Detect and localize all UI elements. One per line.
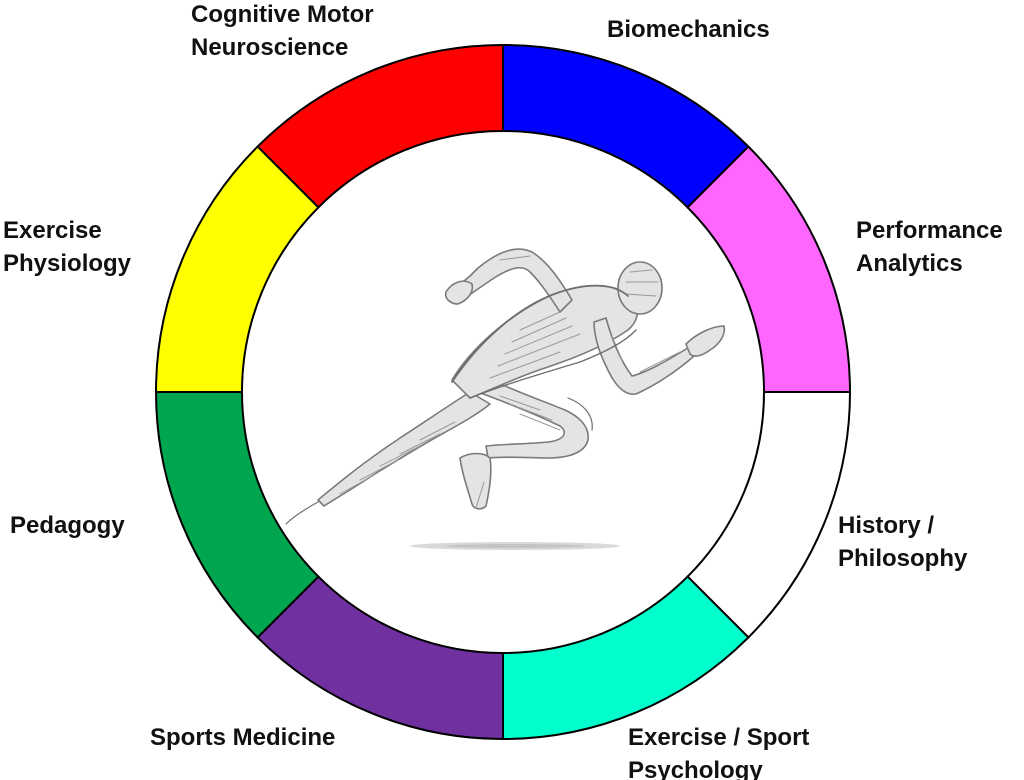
shoe [459, 452, 492, 510]
label-biomechanics: Biomechanics [607, 16, 770, 43]
front-hand [685, 325, 726, 357]
sketch-hatching [339, 255, 681, 509]
rear-hand [444, 280, 474, 305]
label-line: Sports Medicine [150, 724, 335, 751]
label-line: Analytics [856, 250, 963, 277]
label-line: Biomechanics [607, 16, 770, 43]
segment-performance-analytics [686, 145, 852, 393]
label-line: Exercise / Sport [628, 724, 809, 751]
front-arm [593, 317, 695, 395]
label-line: Cognitive Motor [191, 1, 374, 28]
back-leg [317, 391, 491, 507]
sketch-outline [285, 284, 637, 525]
sprinter-sketch-image [285, 248, 726, 550]
ring [154, 43, 852, 741]
label-line: Philosophy [838, 545, 968, 572]
label-line: Performance [856, 217, 1003, 244]
segment-exercise-sport-psychology [502, 575, 750, 741]
label-line: History / [838, 512, 934, 539]
head [617, 261, 663, 315]
label-sports-medicine: Sports Medicine [150, 724, 335, 751]
label-line: Exercise [3, 217, 102, 244]
segment-exercise-physiology [154, 145, 320, 393]
label-line: Psychology [628, 757, 763, 780]
label-line: Physiology [3, 250, 132, 277]
label-line: Pedagogy [10, 512, 125, 539]
label-history-philosophy: History / Philosophy [838, 512, 968, 572]
label-pedagogy: Pedagogy [10, 512, 125, 539]
segment-pedagogy [154, 391, 320, 639]
front-leg [469, 369, 589, 459]
label-line: Neuroscience [191, 34, 348, 61]
